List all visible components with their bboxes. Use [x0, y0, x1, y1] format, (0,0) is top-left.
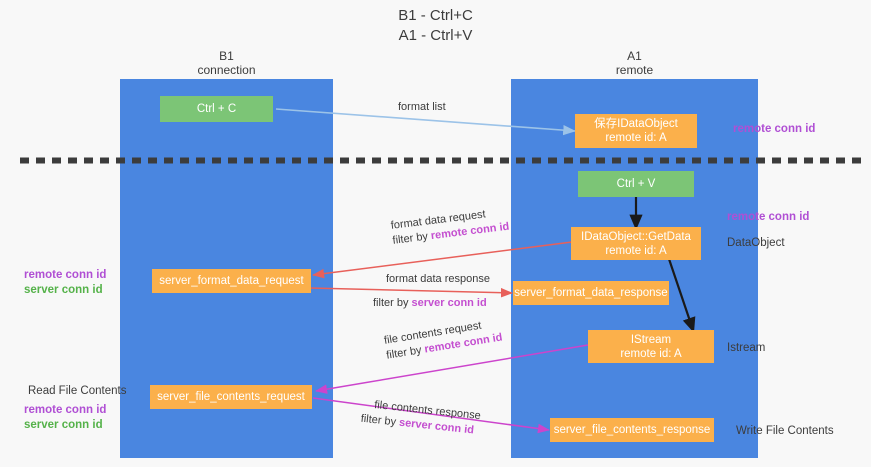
left-label-server-conn-id-mid: server conn id	[24, 284, 103, 296]
filter-prefix: filter by	[391, 230, 432, 247]
node-server-format-data-response-label: server_format_data_response	[514, 287, 668, 299]
edge-label-format-list: format list	[398, 101, 446, 113]
left-label-remote-conn-id-bottom: remote conn id	[24, 404, 107, 416]
node-save-idataobject-subtitle: remote id: A	[605, 132, 667, 144]
node-idataobject-getdata-subtitle: remote id: A	[605, 244, 667, 257]
filter-key-server-conn-id: server conn id	[411, 297, 487, 309]
node-ctrl-v-label: Ctrl + V	[616, 178, 656, 190]
node-server-format-data-response[interactable]: server_format_data_response	[513, 281, 669, 305]
right-label-write-file-contents: Write File Contents	[736, 425, 834, 437]
node-ctrl-c-label: Ctrl + C	[196, 103, 237, 115]
node-idataobject-getdata-title: IDataObject::GetData	[581, 230, 691, 243]
node-server-file-contents-request-label: server_file_contents_request	[157, 391, 305, 403]
edge-label-file-contents-response-group: file contents response filter by server …	[360, 398, 482, 439]
right-label-remote-conn-id-mid: remote conn id	[727, 211, 810, 223]
right-label-data-object: DataObject	[727, 237, 785, 249]
edge-label-format-data-response-filter: filter by server conn id	[373, 296, 487, 311]
node-server-file-contents-request[interactable]: server_file_contents_request	[150, 385, 312, 409]
filter-prefix: filter by	[373, 297, 412, 309]
node-idataobject-getdata[interactable]: IDataObject::GetData remote id: A	[571, 227, 701, 260]
node-istream-title: IStream	[630, 333, 672, 346]
node-ctrl-c[interactable]: Ctrl + C	[160, 96, 273, 122]
column-header-b1-role: connection	[197, 63, 256, 77]
diagram-title: B1 - Ctrl+C A1 - Ctrl+V	[0, 6, 871, 46]
right-label-istream: Istream	[727, 342, 766, 354]
diagram-title-line-2: A1 - Ctrl+V	[398, 27, 473, 44]
left-label-remote-conn-id-mid: remote conn id	[24, 269, 107, 281]
node-save-idataobject[interactable]: 保存IDataObject remote id: A	[575, 114, 697, 148]
left-label-read-file-contents: Read File Contents	[28, 385, 127, 397]
diagram-title-line-1: B1 - Ctrl+C	[398, 7, 473, 24]
left-label-server-conn-id-bottom: server conn id	[24, 419, 103, 431]
node-save-idataobject-title: 保存IDataObject	[594, 118, 678, 130]
edge-label-file-contents-request-group: file contents request filter by remote c…	[383, 316, 504, 364]
node-server-format-data-request-label: server_format_data_request	[159, 275, 304, 287]
edge-label-format-data-response: format data response	[386, 273, 490, 285]
column-header-a1-name: A1	[627, 49, 642, 63]
node-istream-subtitle: remote id: A	[620, 347, 682, 360]
arrow-format-data-response	[309, 287, 513, 298]
column-header-a1: A1 remote	[511, 49, 758, 77]
column-header-b1: B1 connection	[120, 49, 333, 77]
node-ctrl-v[interactable]: Ctrl + V	[578, 171, 694, 197]
node-server-file-contents-response[interactable]: server_file_contents_response	[550, 418, 714, 442]
node-server-file-contents-response-label: server_file_contents_response	[553, 424, 711, 436]
right-label-remote-conn-id-top: remote conn id	[733, 123, 816, 135]
column-header-b1-name: B1	[219, 49, 234, 63]
node-server-format-data-request[interactable]: server_format_data_request	[152, 269, 311, 293]
edge-label-format-data-request-group: format data request filter by remote con…	[390, 205, 510, 249]
filter-prefix: filter by	[360, 412, 400, 429]
column-header-a1-role: remote	[615, 63, 654, 77]
node-istream[interactable]: IStream remote id: A	[588, 330, 714, 363]
